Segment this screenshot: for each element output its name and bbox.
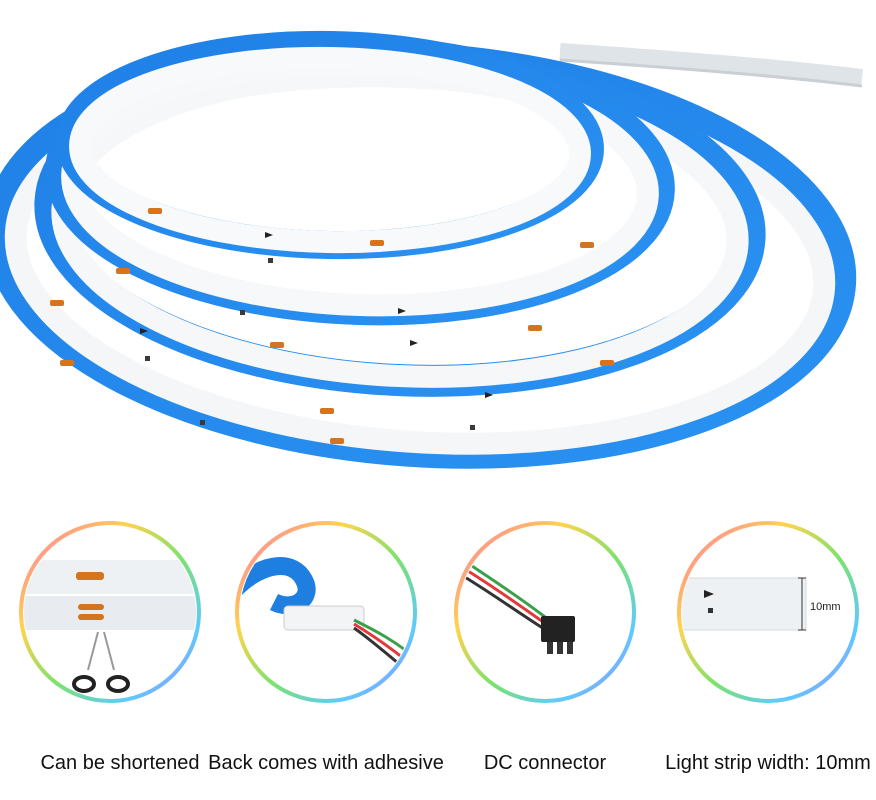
scissors-icon xyxy=(19,521,201,703)
led-strip-coil-image xyxy=(0,30,864,469)
feature-caption: Back comes with adhesive xyxy=(208,752,444,774)
feature-caption: Light strip width: 10mm xyxy=(665,752,871,774)
feature-caption: DC connector xyxy=(483,752,607,774)
solder-pads xyxy=(50,208,614,444)
strip-tail xyxy=(559,43,864,87)
feature-caption: Can be shortened xyxy=(40,752,200,774)
dc-connector-icon xyxy=(454,521,636,703)
measure-label: 10mm xyxy=(810,601,841,613)
direction-arrows xyxy=(140,232,493,398)
led-chips xyxy=(145,258,475,430)
width-measure-icon: 10mm xyxy=(677,521,859,703)
adhesive-backing-icon xyxy=(235,521,417,703)
